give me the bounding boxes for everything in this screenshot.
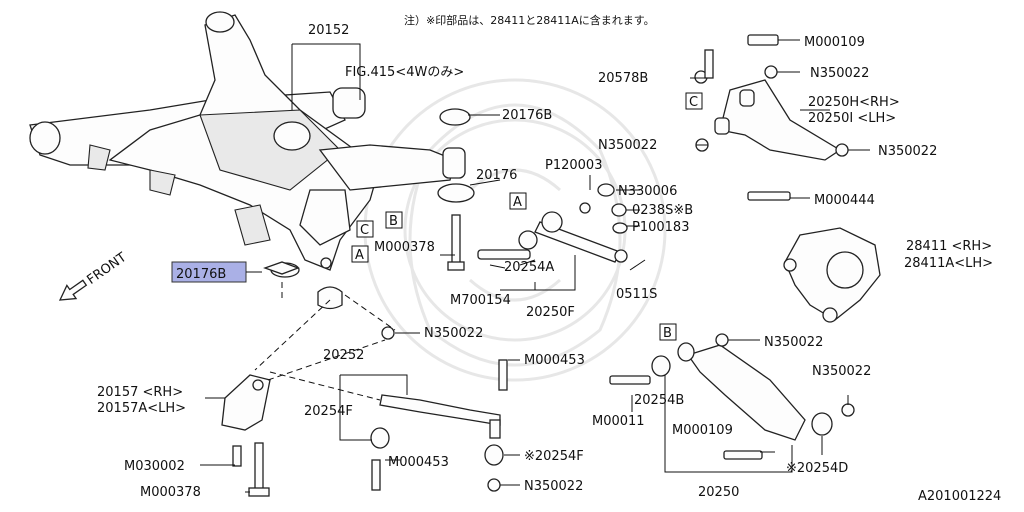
ref-box-label: B <box>663 326 672 341</box>
ref-box-label: A <box>355 248 364 263</box>
callout-p100183[interactable]: P100183 <box>632 220 689 235</box>
ref-box-label: C <box>360 223 369 238</box>
mount-parts <box>270 108 628 278</box>
callout-20176b-top[interactable]: 20176B <box>502 108 552 123</box>
ref-box-label: C <box>689 95 698 110</box>
callout-m000444[interactable]: M000444 <box>814 193 875 208</box>
note-text: 注）※印部品は、28411と28411Aに含まれます。 <box>404 13 655 27</box>
callout-p120003[interactable]: P120003 <box>545 158 602 173</box>
watermark-emblem <box>363 78 667 382</box>
callout-m030002[interactable]: M030002 <box>124 459 185 474</box>
knuckle-drawing <box>783 227 881 323</box>
callout-n350022-top[interactable]: N350022 <box>810 66 869 81</box>
callout-20157[interactable]: 20157 <RH> <box>97 385 183 400</box>
callout-20176b-highlight[interactable]: 20176B <box>176 267 226 282</box>
callout-labels: 20152 FIG.415<4Wのみ> 20176B 20176 20176B … <box>97 23 1001 504</box>
ref-box-b-2: B <box>659 323 677 341</box>
callout-m700154[interactable]: M700154 <box>450 293 511 308</box>
front-arrow: FRONT <box>58 250 129 301</box>
callout-20250h[interactable]: 20250H<RH> <box>808 95 900 110</box>
ref-box-c-1: C <box>356 220 374 238</box>
ref-box-a-1: A <box>509 192 527 210</box>
lower-arm-drawing <box>609 333 855 460</box>
callout-n350022-right[interactable]: N350022 <box>878 144 937 159</box>
callout-20157a[interactable]: 20157A<LH> <box>97 401 186 416</box>
callout-n350022-b[interactable]: N350022 <box>764 335 823 350</box>
link-20252-drawing <box>370 326 508 492</box>
callout-0238s[interactable]: 0238S※B <box>632 203 693 218</box>
callout-n350022-c[interactable]: N350022 <box>424 326 483 341</box>
callout-0511s[interactable]: 0511S <box>616 287 657 302</box>
callout-28411a[interactable]: 28411A<LH> <box>904 256 993 271</box>
callout-20254a[interactable]: 20254A <box>504 260 554 275</box>
callout-m000378-mid[interactable]: M000378 <box>374 240 435 255</box>
figure-id: A201001224 <box>918 489 1001 504</box>
callout-20254f[interactable]: 20254F <box>304 404 353 419</box>
callout-20252[interactable]: 20252 <box>323 348 364 363</box>
bracket-20157-drawing <box>221 374 271 497</box>
callout-20250[interactable]: 20250 <box>698 485 739 500</box>
callout-m000453-b[interactable]: M000453 <box>388 455 449 470</box>
callout-n350022-mid[interactable]: N350022 <box>598 138 657 153</box>
ref-box-label: B <box>389 214 398 229</box>
callout-fig415[interactable]: FIG.415<4Wのみ> <box>345 65 464 80</box>
callout-20250i[interactable]: 20250I <LH> <box>808 111 896 126</box>
callout-20254f-star[interactable]: ※20254F <box>524 449 584 464</box>
callout-20254b[interactable]: 20254B <box>634 393 684 408</box>
callout-28411[interactable]: 28411 <RH> <box>906 239 992 254</box>
callout-m00011[interactable]: M00011 <box>592 414 645 429</box>
bushing-20176b <box>263 261 300 275</box>
callout-n350022-bot[interactable]: N350022 <box>524 479 583 494</box>
callout-m000109-top[interactable]: M000109 <box>804 35 865 50</box>
ref-box-a-2: A <box>351 245 369 263</box>
callout-20176[interactable]: 20176 <box>476 168 517 183</box>
callout-20254d[interactable]: ※20254D <box>786 461 848 476</box>
assembly-dash-lines <box>254 282 396 401</box>
callout-n350022-br[interactable]: N350022 <box>812 364 871 379</box>
ref-box-b-1: B <box>385 211 403 229</box>
upper-arm-drawing <box>694 34 849 201</box>
callout-20250f[interactable]: 20250F <box>526 305 575 320</box>
callout-20152[interactable]: 20152 <box>308 23 349 38</box>
subframe-drawing <box>29 11 466 310</box>
leader-lines <box>200 39 870 493</box>
callout-m000109-b[interactable]: M000109 <box>672 423 733 438</box>
callout-20578b[interactable]: 20578B <box>598 71 648 86</box>
callout-n330006[interactable]: N330006 <box>618 184 677 199</box>
callout-m000453-a[interactable]: M000453 <box>524 353 585 368</box>
front-label: FRONT <box>84 250 129 288</box>
ref-box-label: A <box>513 195 522 210</box>
callout-m000378-bot[interactable]: M000378 <box>140 485 201 500</box>
ref-box-c-2: C <box>685 92 703 110</box>
